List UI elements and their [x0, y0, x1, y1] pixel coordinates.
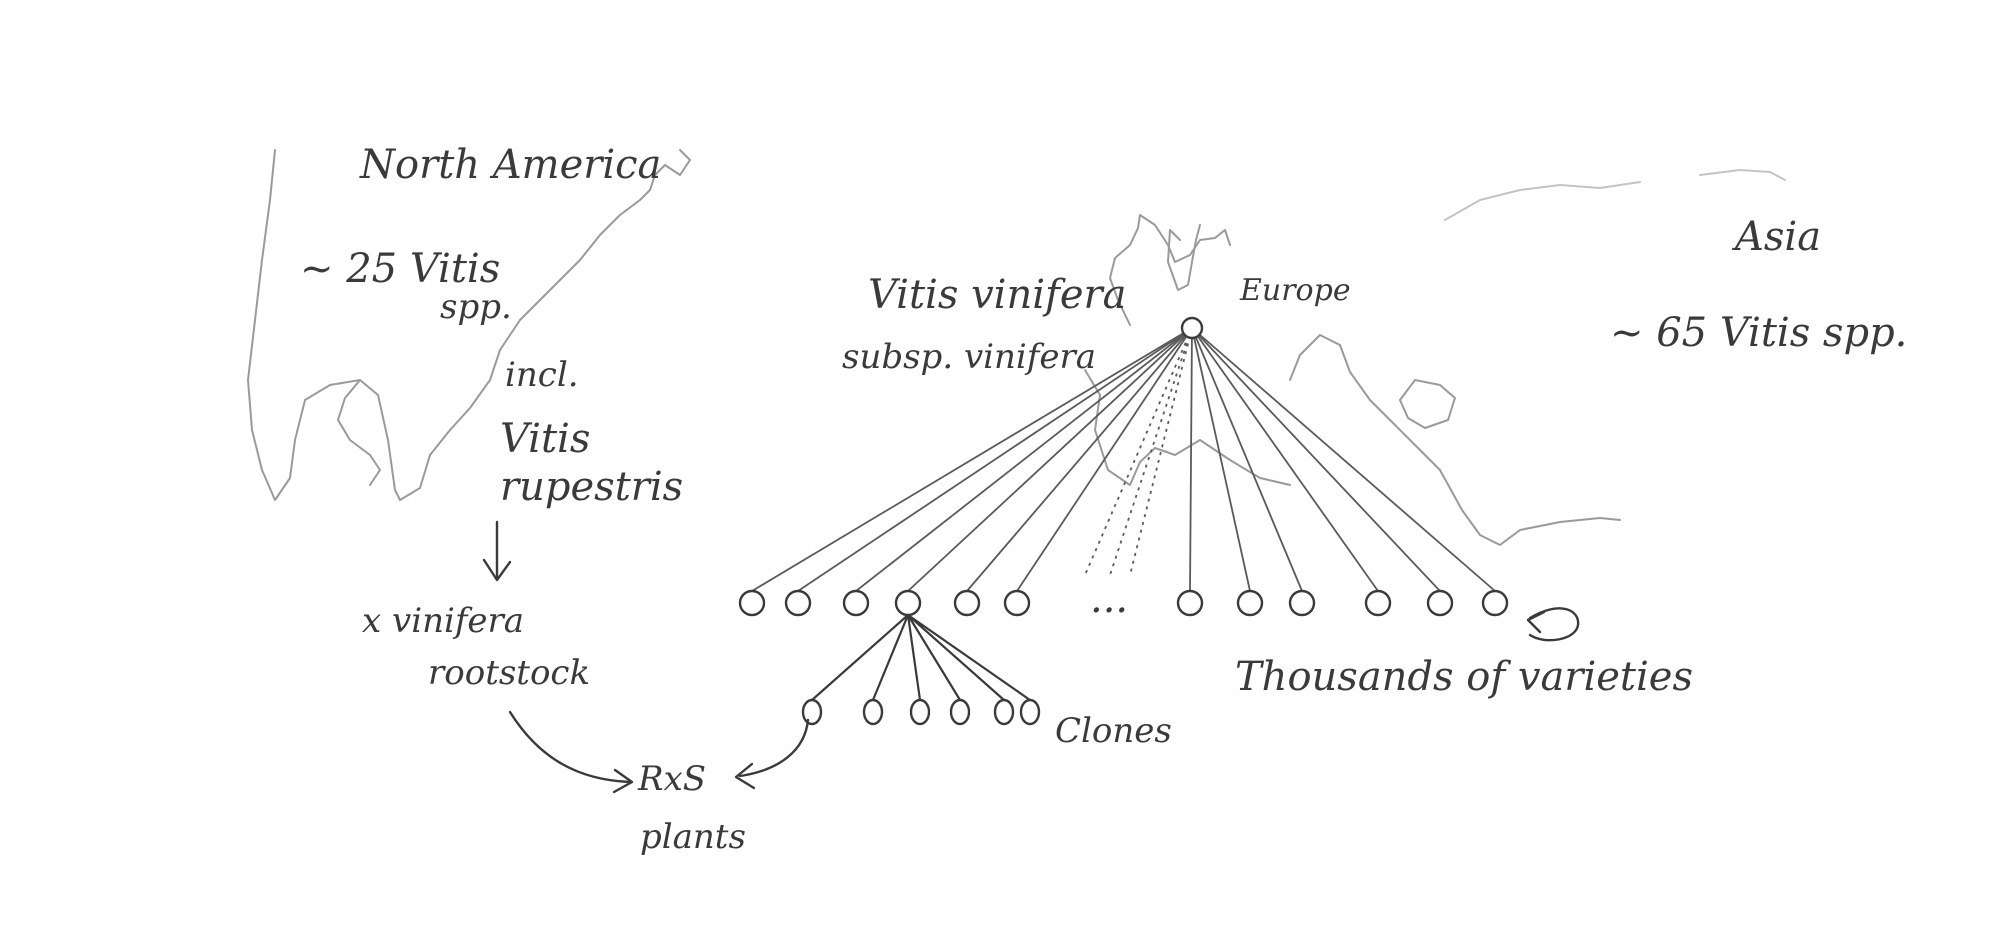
arrow-to-varieties: [1528, 607, 1580, 642]
rxs-line1: RxS: [637, 759, 706, 799]
clone-line-4: [907, 614, 961, 701]
vinifera-line1: Vitis vinifera: [868, 272, 1126, 318]
na-species-count-line1: ~ 25 Vitis: [300, 246, 500, 292]
clone-node-2: [862, 698, 884, 726]
europe-origin-node: [1180, 316, 1204, 340]
variety-node-10: [1364, 589, 1392, 617]
fan-line-7: [1189, 327, 1193, 592]
variety-node-11: [1426, 589, 1454, 617]
arrow-to-varieties-head: [1526, 610, 1546, 634]
europe-label: Europe: [1239, 273, 1351, 308]
clone-line-3: [906, 614, 922, 701]
variety-nodes: [738, 589, 1509, 617]
na-species-count-line2: spp.: [440, 287, 512, 327]
vinifera-line2: subsp. vinifera: [842, 337, 1096, 377]
fan-line-6: [1016, 327, 1193, 592]
fan-line-faint-1: [1084, 327, 1193, 576]
clone-nodes: [801, 698, 1041, 726]
fan-line-8: [1191, 327, 1251, 592]
rootstock-line1: x vinifera: [362, 601, 524, 641]
na-incl-label: incl.: [505, 355, 579, 395]
variety-node-6: [1003, 589, 1031, 617]
variety-node-3: [842, 589, 870, 617]
clone-line-5: [907, 614, 1005, 701]
fan-line-4: [907, 327, 1193, 592]
fan-line-1: [751, 327, 1193, 592]
vinifera-fan-lines: [751, 327, 1496, 592]
variety-node-8: [1236, 589, 1264, 617]
fan-line-9: [1191, 327, 1303, 592]
clone-lines: [811, 614, 1031, 701]
clone-node-5: [993, 698, 1015, 726]
mediterranean-outline: [1084, 369, 1291, 486]
clone-line-6: [907, 614, 1031, 701]
clone-node-1: [801, 698, 823, 726]
fan-line-faint-3: [1129, 327, 1193, 576]
rupestris-line1: Vitis: [500, 416, 590, 462]
clone-node-6: [1019, 698, 1041, 726]
asia-label: Asia: [1731, 214, 1821, 260]
varieties-label: Thousands of varieties: [1235, 654, 1693, 700]
variety-node-4: [894, 589, 922, 617]
arrow-rupestris-head: [482, 558, 512, 582]
fan-line-12: [1191, 327, 1496, 592]
map-outlines: [247, 149, 1786, 546]
variety-node-9: [1288, 589, 1316, 617]
fan-line-3: [855, 327, 1193, 592]
asia-species-count: ~ 65 Vitis spp.: [1610, 310, 1907, 356]
arrow-clone-to-rxs: [738, 718, 810, 778]
north-america-outline: [247, 149, 691, 501]
fan-line-5: [966, 327, 1193, 592]
variety-node-2: [784, 589, 812, 617]
varieties-ellipsis: ...: [1090, 576, 1128, 622]
rupestris-line2: rupestris: [500, 464, 683, 510]
arrow-rootstock-head: [612, 768, 634, 794]
arrow-clone-head: [734, 762, 756, 790]
rootstock-line2: rootstock: [428, 653, 590, 693]
caspian-outline: [1399, 379, 1456, 429]
fan-line-2: [797, 327, 1193, 592]
fan-line-11: [1191, 327, 1441, 592]
variety-node-12: [1481, 589, 1509, 617]
asia-outline: [1289, 334, 1621, 546]
fan-line-10: [1191, 327, 1379, 592]
asia-north-coast: [1444, 181, 1641, 221]
clone-node-3: [909, 698, 931, 726]
labels: North America ~ 25 Vitis spp. incl. Viti…: [300, 142, 1907, 857]
clone-line-1: [811, 614, 909, 701]
clone-line-2: [871, 614, 910, 701]
europe-outline: [1109, 214, 1231, 326]
variety-node-1: [738, 589, 766, 617]
rxs-line2: plants: [640, 817, 746, 857]
clones-label: Clones: [1055, 711, 1172, 751]
fan-line-faint-2: [1109, 327, 1193, 576]
arrows: [482, 520, 1580, 794]
arrow-rootstock-to-rxs: [508, 710, 632, 784]
north-america-label: North America: [359, 142, 661, 188]
variety-node-5: [953, 589, 981, 617]
scandinavia-outline: [1167, 224, 1201, 291]
asia-north-coast-2: [1699, 169, 1786, 181]
gulf-outline: [337, 379, 381, 486]
variety-node-7: [1176, 589, 1204, 617]
clone-node-4: [949, 698, 971, 726]
